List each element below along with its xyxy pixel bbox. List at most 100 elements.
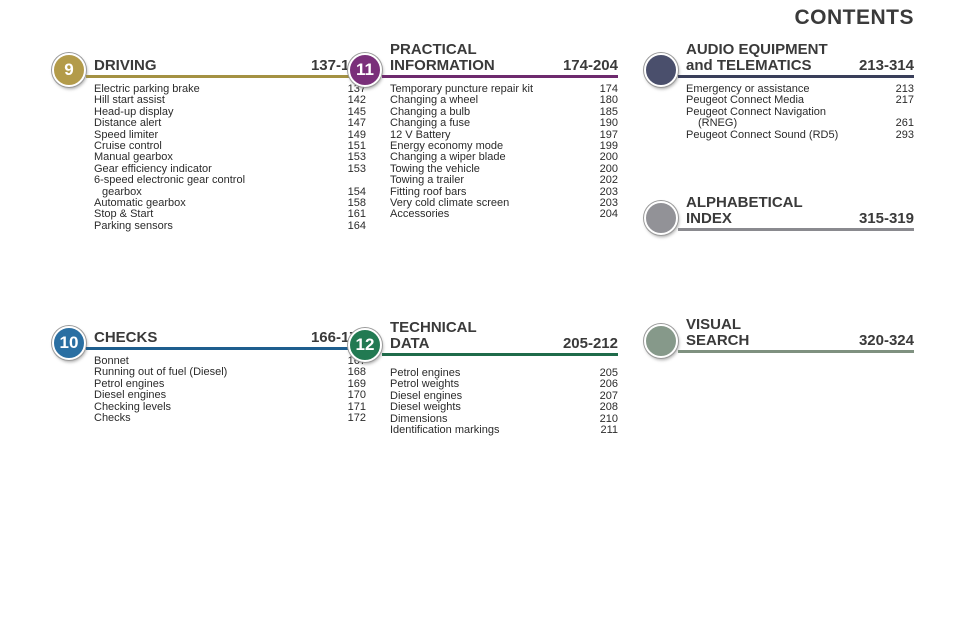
entry-label: (RNEG) <box>698 117 738 130</box>
entry-label: Diesel engines <box>94 389 167 402</box>
entry-page: 172 <box>347 412 366 425</box>
entry-page: 169 <box>347 377 366 390</box>
entry-page: 154 <box>347 185 366 198</box>
entry-label: Peugeot Connect Navigation <box>686 105 827 118</box>
entry-label: Petrol weights <box>390 378 460 391</box>
entry-label: Stop & Start <box>94 208 154 221</box>
entry-page: 185 <box>599 105 618 118</box>
entry-page: 151 <box>347 140 366 153</box>
entry-label: Checking levels <box>94 400 172 413</box>
section-rule <box>382 353 618 356</box>
toc-entry[interactable]: Running out of fuel (Diesel)168 <box>94 366 366 379</box>
entry-label: Hill start assist <box>94 94 165 107</box>
toc-entry[interactable]: Diesel weights 208 <box>390 401 618 414</box>
entry-page: 200 <box>599 151 618 164</box>
entry-page: 199 <box>599 140 618 153</box>
toc-entry[interactable]: Changing a bulb 185 <box>390 105 618 118</box>
entry-page: 217 <box>895 94 914 107</box>
entry-label: Changing a fuse <box>390 117 471 130</box>
chapter-badge <box>644 201 678 235</box>
chapter-badge: 10 <box>52 326 86 360</box>
toc-entry[interactable]: Peugeot Connect Navigation <box>686 105 914 118</box>
section-title[interactable]: CHECKS <box>94 329 158 346</box>
section-title-line1: TECHNICAL <box>390 319 477 336</box>
section-rule <box>678 75 914 78</box>
entry-page: 203 <box>599 185 618 198</box>
entry-page: 145 <box>347 105 366 118</box>
toc-entry[interactable]: (RNEG)261 <box>686 117 914 130</box>
section-header[interactable]: 10 CHECKS 166-173 <box>52 310 366 360</box>
entry-label: Speed limiter <box>94 128 159 141</box>
entry-label: Changing a bulb <box>390 105 471 118</box>
toc-entry[interactable]: Peugeot Connect Sound (RD5)293 <box>686 129 914 141</box>
section-rule <box>86 75 366 78</box>
entry-page: 153 <box>347 162 366 175</box>
toc-entry[interactable]: Diesel engines 170 <box>94 389 366 402</box>
section-title[interactable]: DRIVING <box>94 57 157 74</box>
section-pages: 213-314 <box>858 57 914 74</box>
toc-entry[interactable]: 6-speed electronic gear control <box>94 175 366 186</box>
entry-label: Running out of fuel (Diesel) <box>94 366 228 379</box>
entry-label: Diesel weights <box>390 401 461 414</box>
entry-label: Manual gearbox <box>94 151 173 164</box>
entry-label: Bonnet <box>94 355 129 367</box>
section-header[interactable]: 9 DRIVING 137-165 <box>52 38 366 87</box>
section-title-line1: ALPHABETICAL <box>686 194 803 211</box>
entry-page: 170 <box>347 389 366 402</box>
entry-page: 208 <box>599 401 618 414</box>
section-driving[interactable]: 9 DRIVING 137-165 Electric parking brake… <box>52 38 366 232</box>
entry-label: Towing the vehicle <box>390 162 480 175</box>
entry-label: Petrol engines <box>390 367 461 379</box>
